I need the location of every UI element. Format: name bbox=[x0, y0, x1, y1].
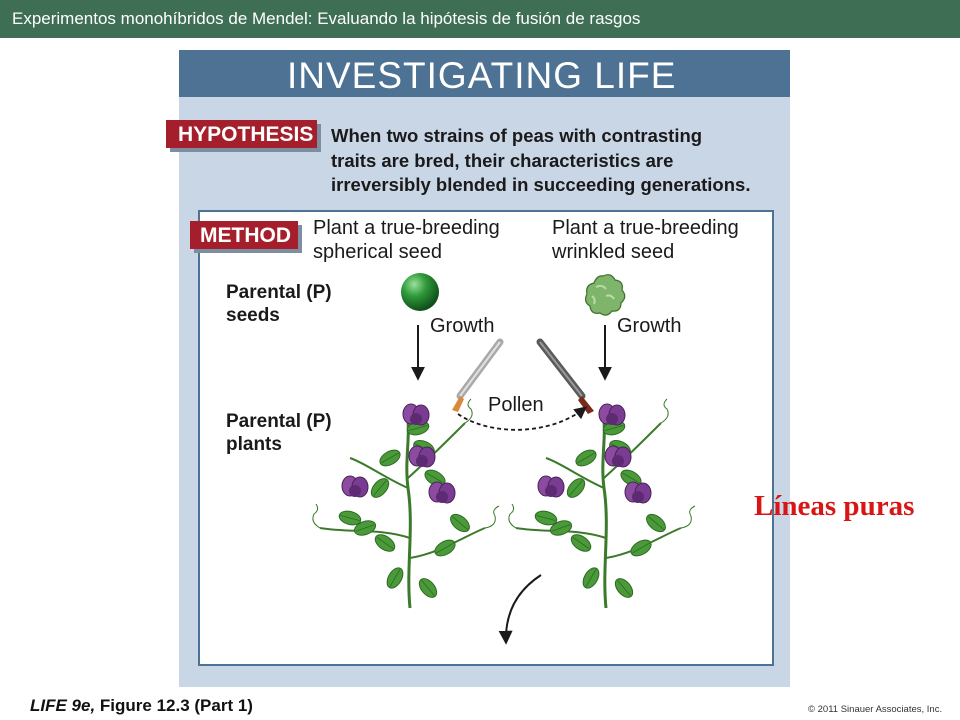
figure-header: INVESTIGATING LIFE bbox=[179, 50, 790, 97]
right-column-line: Plant a true-breeding bbox=[552, 217, 739, 239]
pea-plant-left bbox=[313, 399, 499, 608]
hypothesis-line: When two strains of peas with contrastin… bbox=[331, 125, 703, 146]
pollen-arrow bbox=[457, 406, 587, 431]
hypothesis-text: When two strains of peas with contrastin… bbox=[331, 124, 786, 198]
growth-label-right: Growth bbox=[617, 315, 682, 337]
pollen-label: Pollen bbox=[488, 394, 544, 416]
row-label-line: plants bbox=[226, 434, 282, 455]
hypothesis-label: HYPOTHESIS bbox=[166, 120, 317, 148]
figure-header-text: INVESTIGATING LIFE bbox=[287, 55, 677, 96]
growth-label-left: Growth bbox=[430, 315, 495, 337]
hypothesis-line: irreversibly blended in succeeding gener… bbox=[331, 174, 751, 195]
row-label-plants: Parental (P) plants bbox=[226, 410, 332, 456]
slide-title-bar: Experimentos monohíbridos de Mendel: Eva… bbox=[0, 0, 960, 38]
left-column-line: spherical seed bbox=[313, 241, 442, 263]
pea-plant-right bbox=[509, 399, 695, 608]
paintbrush-left-icon bbox=[452, 338, 504, 412]
caption-book-title: LIFE 9e, bbox=[30, 696, 96, 715]
row-label-line: Parental (P) bbox=[226, 282, 332, 303]
method-label-text: METHOD bbox=[200, 224, 291, 247]
right-column-line: wrinkled seed bbox=[552, 241, 675, 263]
copyright-text: © 2011 Sinauer Associates, Inc. bbox=[808, 704, 943, 715]
right-column-heading: Plant a true-breeding wrinkled seed bbox=[552, 216, 739, 264]
method-panel bbox=[198, 210, 774, 666]
method-label: METHOD bbox=[190, 221, 298, 249]
row-label-line: seeds bbox=[226, 305, 280, 326]
figure-caption: LIFE 9e, Figure 12.3 (Part 1) bbox=[30, 696, 253, 716]
pure-lines-annotation: Líneas puras bbox=[754, 490, 915, 522]
left-column-line: Plant a true-breeding bbox=[313, 217, 500, 239]
spherical-seed-icon bbox=[401, 273, 439, 311]
slide-title: Experimentos monohíbridos de Mendel: Eva… bbox=[12, 9, 641, 28]
hypothesis-line: traits are bred, their characteristics a… bbox=[331, 149, 674, 171]
hypothesis-label-text: HYPOTHESIS bbox=[178, 123, 314, 146]
row-label-line: Parental (P) bbox=[226, 411, 332, 432]
wrinkled-seed-icon bbox=[584, 274, 626, 316]
next-generation-arrow bbox=[498, 574, 542, 645]
row-label-seeds: Parental (P) seeds bbox=[226, 281, 332, 327]
paintbrush-right-icon bbox=[536, 338, 594, 414]
left-column-heading: Plant a true-breeding spherical seed bbox=[313, 216, 500, 264]
caption-figure-number: Figure 12.3 (Part 1) bbox=[95, 696, 253, 715]
